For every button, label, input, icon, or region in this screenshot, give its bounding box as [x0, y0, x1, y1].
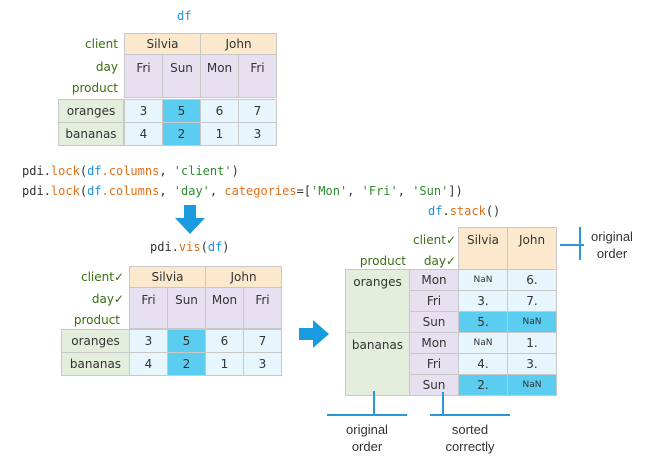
client-header-john: John — [507, 227, 557, 270]
client-level-label: client — [85, 37, 118, 51]
row-label-bananas: bananas — [61, 352, 130, 376]
data-cell: NaN — [507, 311, 557, 333]
day-header: Fri — [124, 54, 163, 98]
vis-caption: pdi.vis(df) — [150, 240, 230, 254]
data-cell: 2 — [167, 352, 206, 376]
day-level-label: day — [95, 60, 118, 74]
data-cell: 6 — [200, 99, 239, 123]
client-header-john: John — [205, 266, 282, 288]
product-index-label: product — [359, 254, 406, 268]
data-cell: 4 — [129, 352, 168, 376]
day-index-cell: Mon — [409, 269, 459, 291]
day-header: Fri — [243, 287, 282, 329]
data-cell: 3 — [238, 122, 277, 146]
callout-line — [579, 227, 581, 260]
arrow-right-icon — [299, 320, 329, 348]
data-cell: 1 — [205, 352, 244, 376]
group-label-bananas: bananas — [345, 332, 410, 396]
data-cell: 7 — [243, 329, 282, 353]
day-header: Mon — [205, 287, 244, 329]
day-header: Fri — [238, 54, 277, 98]
day-header: Sun — [162, 54, 201, 98]
code-line-lock-client: pdi.lock(df.columns, 'client') — [22, 164, 239, 178]
data-cell: 4. — [458, 353, 508, 375]
data-cell: 3 — [243, 352, 282, 376]
day-header: Mon — [200, 54, 239, 98]
data-cell: 2. — [458, 374, 508, 396]
day-index-cell: Sun — [409, 311, 459, 333]
data-cell: 3. — [458, 290, 508, 312]
data-cell: 3. — [507, 353, 557, 375]
data-cell: 2 — [162, 122, 201, 146]
df-title: df — [177, 9, 192, 23]
day-index-cell: Fri — [409, 290, 459, 312]
callout-line — [442, 392, 444, 416]
data-cell: 7 — [238, 99, 277, 123]
row-label-bananas: bananas — [58, 122, 124, 146]
client-level-label-locked: client✓ — [412, 233, 456, 247]
code-line-lock-day: pdi.lock(df.columns, 'day', categories=[… — [22, 184, 463, 198]
client-header-john: John — [200, 33, 277, 55]
client-header-silvia: Silvia — [129, 266, 206, 288]
day-level-label-locked: day✓ — [91, 292, 124, 306]
stack-title: df.stack() — [428, 204, 501, 218]
client-level-label-locked: client✓ — [80, 270, 124, 284]
row-label-oranges: oranges — [61, 329, 130, 353]
callout-line — [560, 244, 584, 246]
data-cell: 3 — [129, 329, 168, 353]
callout-line — [430, 414, 510, 416]
day-index-cell: Fri — [409, 353, 459, 375]
day-index-cell: Sun — [409, 374, 459, 396]
day-index-cell: Mon — [409, 332, 459, 354]
product-index-label: product — [71, 81, 118, 95]
day-header: Fri — [129, 287, 168, 329]
data-cell: 6. — [507, 269, 557, 291]
callout-line — [373, 391, 375, 415]
data-cell: 5 — [167, 329, 206, 353]
product-index-label: product — [73, 313, 120, 327]
data-cell: 4 — [124, 122, 163, 146]
data-cell: 5 — [162, 99, 201, 123]
data-cell: 1. — [507, 332, 557, 354]
data-cell: 6 — [205, 329, 244, 353]
data-cell: NaN — [458, 269, 508, 291]
day-header: Sun — [167, 287, 206, 329]
data-cell: 3 — [124, 99, 163, 123]
client-header-silvia: Silvia — [458, 227, 508, 270]
data-cell: NaN — [507, 374, 557, 396]
row-label-oranges: oranges — [58, 99, 124, 123]
day-level-label-locked: day✓ — [423, 254, 456, 268]
callout-line — [327, 414, 407, 416]
client-header-silvia: Silvia — [124, 33, 201, 55]
arrow-down-icon — [175, 205, 205, 234]
data-cell: 1 — [200, 122, 239, 146]
data-cell: NaN — [458, 332, 508, 354]
data-cell: 5. — [458, 311, 508, 333]
data-cell: 7. — [507, 290, 557, 312]
group-label-oranges: oranges — [345, 269, 410, 333]
